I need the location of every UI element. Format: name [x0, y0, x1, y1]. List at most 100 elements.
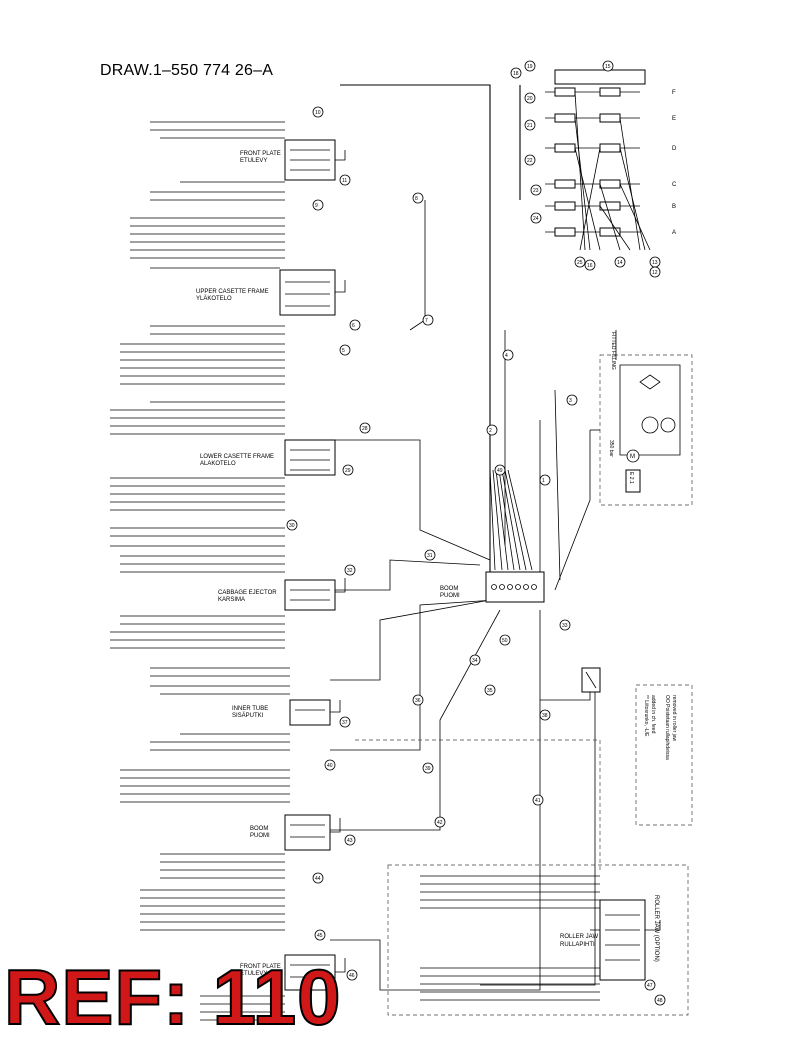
bubble-number: 5: [342, 348, 345, 354]
label-rows-boom-lower: [140, 853, 285, 931]
label-rows-upper-casette: [120, 217, 285, 385]
block-sub-lower-casette: ALAKOTELO: [200, 461, 236, 467]
filter-label: E 2.1: [628, 472, 634, 484]
pressure-label: 350 bar: [608, 440, 614, 457]
block-label-ejector: CABBAGE EJECTOR: [218, 590, 277, 596]
line-boom-lower: [330, 609, 501, 831]
cylinder-harness: [545, 69, 651, 251]
filter-symbol: [639, 374, 661, 390]
block-sub-inner-tube: SISÄPUTKI: [232, 712, 264, 719]
feed-line-d: [554, 389, 561, 581]
valve-block-boom-lower: [284, 814, 341, 851]
block-label-inner-tube: INNER TUBE: [232, 706, 268, 712]
block-label-lower-casette: LOWER CASETTE FRAME: [200, 454, 274, 460]
block-label-front-plate-top: FRONT PLATE: [240, 151, 281, 157]
valve-block-cabbage-ejector: [284, 578, 346, 611]
block-sub-upper-casette: YLÄKOTELO: [196, 295, 232, 302]
bubble-number: 21: [527, 123, 533, 129]
harness-letter: A: [672, 230, 676, 236]
bubble-number: 25: [577, 260, 583, 266]
legend-text-3: OO Poistetaan rullapihdeissa: [664, 695, 670, 760]
bubble-number: 20: [527, 96, 533, 102]
block-label-upper-casette: UPPER CASETTE FRAME: [196, 289, 269, 295]
block-sub-front-plate-top: ETULEVY: [240, 158, 267, 164]
bubble-number: 38: [542, 713, 548, 719]
feed-line-a: [409, 200, 426, 331]
block-sub-boom: PUOMI: [440, 593, 460, 599]
bubble-number: 2: [489, 428, 492, 434]
bubble-number: 39: [425, 766, 431, 772]
valve-block-inner-tube: [289, 699, 341, 726]
tank-filter-box: [625, 469, 641, 493]
block-sub-roller-jaw: RULLAPIHTI: [560, 942, 595, 948]
line-inner-tube: [330, 599, 491, 681]
block-label-boom-lower: BOOM: [250, 826, 268, 832]
bubble-number: 3: [569, 398, 572, 404]
bubble-number: 48: [657, 998, 663, 1004]
block-sub-front-plate-bottom: ETULEVY: [240, 971, 267, 977]
bubble-number: 14: [617, 260, 623, 266]
bubble-number: 4: [505, 353, 508, 359]
bubble-number: 11: [342, 178, 347, 184]
bubble-number: 32: [347, 568, 353, 574]
line-inner-tube-2: [330, 599, 496, 751]
bubble-number: 10: [315, 110, 321, 116]
bubble-number: 19: [527, 64, 533, 70]
reference-label: REF: 110: [3, 953, 342, 1041]
bubble-number: 43: [347, 838, 353, 844]
bubble-number: 29: [345, 468, 351, 474]
line-lower-casette: [330, 439, 491, 561]
bubble-number: 33: [562, 623, 568, 629]
valve-block-front-plate-top: [284, 139, 346, 181]
number-bubbles: 18 19 15 20 21 22 23 24 25 16 14 13 12 1…: [286, 60, 666, 1006]
bubble-number: 37: [342, 720, 348, 726]
bubble-number: 44: [315, 876, 321, 882]
harness-letter: F: [672, 90, 676, 96]
manifold-fan: [489, 469, 533, 571]
pump-symbol: [641, 416, 659, 434]
line-front-plate-bottom: [330, 610, 541, 991]
bubble-number: 24: [533, 216, 539, 222]
bubble-number: 42: [437, 820, 443, 826]
motor-symbol: [626, 449, 640, 463]
harness-letter: D: [672, 146, 677, 152]
bubble-number: 30: [289, 523, 295, 529]
legend-text-1: ** Liitosrunko, -L/E: [643, 695, 649, 737]
harness-letter: B: [672, 204, 676, 210]
label-rows-lower-casette: [110, 401, 285, 511]
bubble-number: 8: [415, 196, 418, 202]
legend-box: ** Liitosrunko, -L/E added in ch. feed O…: [635, 684, 693, 826]
line-ejector: [335, 559, 481, 591]
pressure-line: [554, 430, 591, 591]
bubble-number: 9: [315, 203, 318, 209]
label-rows-ejector: [110, 527, 285, 649]
pump-unit: M E 2.1 350 bar FITTED FILLING: [590, 330, 693, 506]
bubble-number: 13: [652, 260, 658, 266]
bubble-number: 18: [513, 71, 519, 77]
block-label-roller-jaw: ROLLER JAW: [560, 934, 598, 940]
bubble-number: 6: [352, 323, 355, 329]
fitted-filling-label: FITTED FILLING: [610, 332, 616, 370]
label-rows-front-plate-bottom: [200, 995, 285, 1021]
bubble-number: 46: [349, 973, 355, 979]
bubble-number: 23: [533, 188, 539, 194]
block-sub-ejector: KARSIMA: [218, 597, 245, 603]
block-label-boom: BOOM: [440, 586, 458, 592]
block-sub-boom-lower: PUOMI: [250, 833, 270, 839]
bubble-number: 35: [487, 688, 493, 694]
valve-block-lower-casette: [284, 439, 336, 476]
valve-block-front-plate-bottom: [284, 954, 346, 991]
pump-symbol-2: [660, 417, 676, 433]
harness-letter: E: [672, 116, 676, 122]
roller-jaw-option-box: ROLLER JAW RULLAPIHTI ROLLER JAW (OPTION…: [387, 864, 689, 1016]
label-rows-inner-tube: [120, 667, 290, 803]
line-roller-jaw: [480, 690, 596, 986]
bubble-number: 50: [502, 638, 508, 644]
bubble-number: 31: [427, 553, 433, 559]
check-valve-right: [581, 667, 601, 693]
harness-letters: F E D C B A: [672, 90, 677, 236]
dashed-region-mid: [355, 739, 601, 870]
motor-label: M: [630, 454, 635, 460]
bubble-number: 7: [425, 318, 428, 324]
